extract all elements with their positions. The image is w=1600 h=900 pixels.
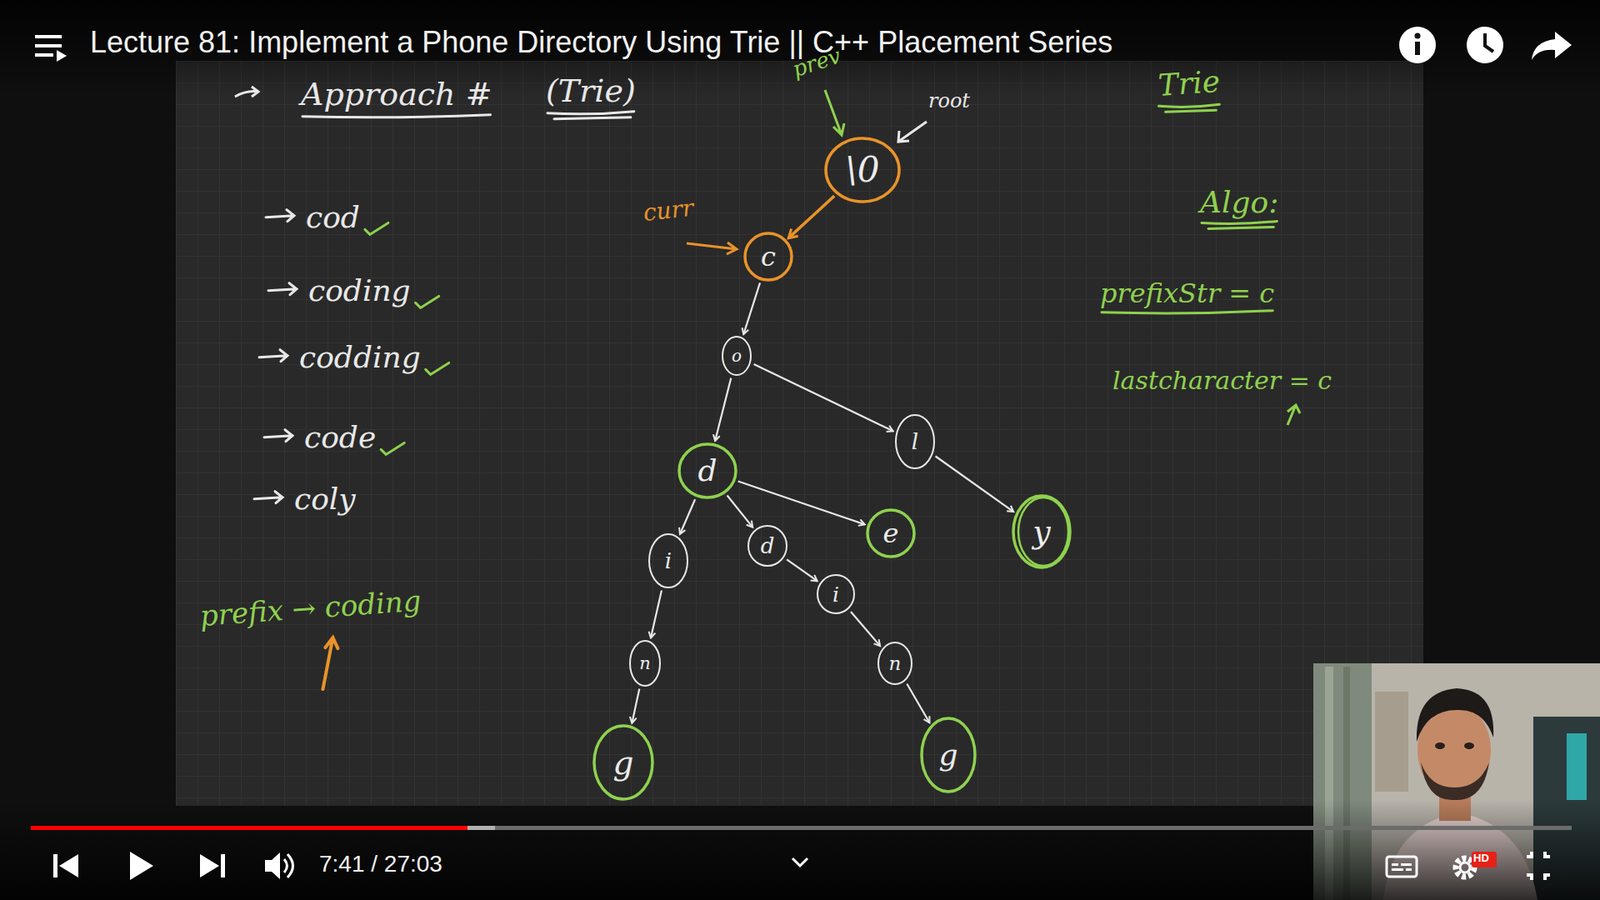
root-pointer-arrow: [898, 121, 927, 142]
quality-badge: HD: [1473, 852, 1490, 865]
trie-edge: [935, 455, 1015, 512]
trie-edge: [727, 495, 754, 527]
trie-edge: [754, 364, 894, 431]
trie-node: i: [815, 573, 856, 615]
node-letter: d: [697, 455, 717, 486]
pointer-label: curr: [641, 195, 695, 227]
underline: [1165, 110, 1217, 112]
underline: [1201, 220, 1277, 224]
clock-icon: [1466, 26, 1504, 64]
trie-node: e: [865, 508, 916, 559]
video-title: Lecture 81: Implement a Phone Directory …: [90, 25, 1113, 60]
trie-node: y: [1011, 494, 1072, 570]
bullet-arrow: [259, 350, 288, 362]
trie-node: d: [746, 524, 789, 568]
bullet-arrow: [235, 86, 259, 97]
trie-edge: [906, 684, 930, 724]
underline: [302, 115, 490, 118]
trie-edge: [631, 689, 640, 724]
trie-edge: [650, 590, 662, 638]
node-letter: i: [832, 584, 840, 605]
trie-edge: [715, 378, 731, 441]
trie-edge: [738, 481, 865, 525]
heading-note: Trie: [1157, 64, 1222, 103]
trie-node: g: [592, 724, 655, 801]
heading-note: (Trie): [545, 73, 636, 110]
prev-pointer-arrow: [825, 90, 845, 135]
trie-edge: [850, 611, 880, 646]
bottom-shade: [0, 800, 1600, 900]
node-letter: g: [938, 740, 958, 770]
node-letter: y: [1032, 515, 1050, 548]
underline: [1208, 226, 1274, 229]
bullet-arrow: [264, 430, 293, 442]
underline: [1159, 104, 1220, 107]
node-letter: l: [911, 430, 919, 453]
check-mark: [415, 295, 440, 308]
trie-edge: [743, 282, 760, 335]
algo-note: lastcharacter = c: [1112, 366, 1332, 396]
info-icon: [1399, 26, 1436, 64]
word-entry: codding: [299, 340, 421, 375]
check-mark: [365, 222, 389, 235]
node-letter: d: [760, 535, 775, 557]
node-letter: e: [883, 520, 900, 547]
trie-node: n: [876, 640, 914, 686]
trie-node: d: [677, 442, 738, 500]
word-entry: coding: [308, 273, 411, 308]
trie-node: \0: [824, 136, 901, 204]
node-letter: c: [760, 243, 776, 270]
time-display: 7:41 / 27:03: [319, 850, 443, 878]
trie-edge: [788, 195, 835, 239]
curr-pointer-arrow: [686, 242, 737, 255]
trie-edge: [680, 499, 695, 535]
trie-node: g: [920, 716, 977, 794]
heading-note: Approach #: [300, 76, 492, 114]
menu-icon: [35, 35, 67, 62]
node-letter: g: [613, 746, 635, 780]
node-letter: \0: [845, 152, 880, 188]
bullet-arrow: [265, 210, 295, 222]
bullet-arrow: [254, 491, 283, 504]
check-mark: [425, 362, 450, 375]
algo-note: prefixStr = c: [1100, 278, 1275, 310]
heading-note: Algo:: [1200, 185, 1279, 220]
underline: [1101, 310, 1273, 314]
top-shade: [0, 0, 1600, 96]
player-controls: [53, 851, 1550, 880]
trie-node: c: [743, 231, 794, 282]
lastcharacter-pointer-arrow: [1287, 405, 1300, 425]
pointer-arrow: [322, 637, 338, 690]
trie-node: n: [628, 639, 662, 688]
word-entry: coly: [294, 481, 356, 516]
trie-edge: [786, 559, 818, 581]
word-entry: cod: [305, 200, 360, 235]
progress-bar: [30, 825, 1572, 830]
node-letter: o: [731, 347, 742, 365]
bullet-arrow: [268, 283, 297, 295]
word-entry: code: [304, 420, 376, 455]
node-letter: i: [665, 550, 672, 572]
node-letter: n: [639, 655, 651, 673]
underline: [554, 117, 631, 120]
node-letter: n: [889, 654, 902, 674]
trie-node: l: [894, 413, 936, 470]
underline: [547, 111, 635, 115]
pointer-label: root: [928, 90, 970, 114]
check-mark: [380, 442, 405, 455]
trie-node: o: [720, 335, 753, 377]
trie-node: i: [647, 532, 690, 590]
share-icon: [1531, 31, 1572, 60]
